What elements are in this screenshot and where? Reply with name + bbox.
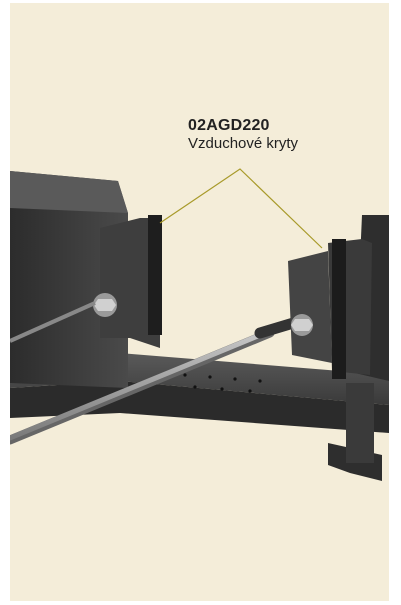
product-code: 02AGD220: [188, 117, 270, 134]
right-bolt-icon: [291, 314, 313, 336]
product-description: Vzduchové kryty: [188, 135, 299, 153]
rail-support-foot: [328, 383, 382, 481]
left-bolt-icon: [93, 293, 117, 317]
right-housing: [288, 215, 389, 381]
left-housing: [10, 171, 162, 388]
callout-leader-line: [159, 168, 323, 249]
illustration-panel: 02AGD220 Vzduchové kryty: [10, 3, 389, 601]
callout-label: 02AGD220 Vzduchové kryty: [188, 117, 298, 153]
rail-system-illustration: [10, 168, 389, 481]
